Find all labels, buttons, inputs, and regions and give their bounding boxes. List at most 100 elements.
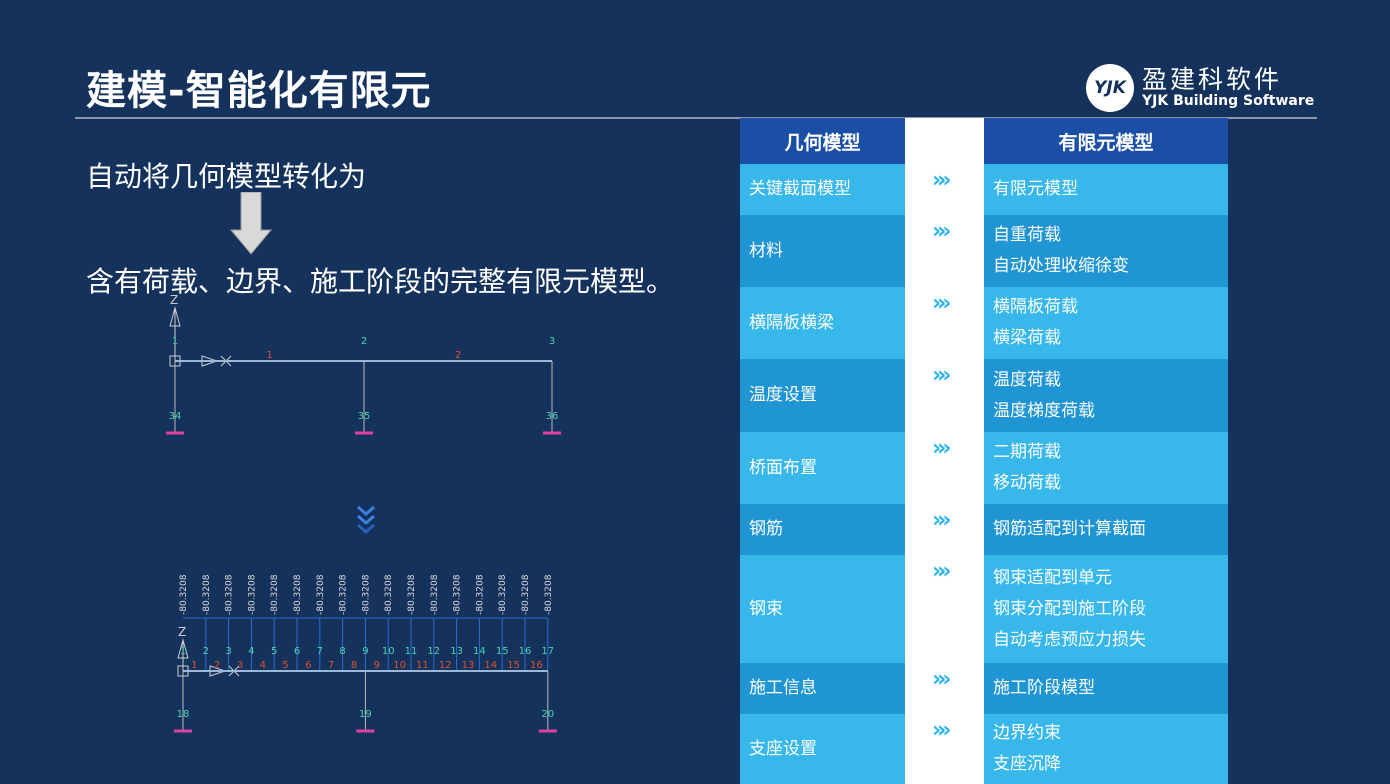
load-value-label: -80.3208 (202, 574, 212, 615)
down-arrow-icon (230, 192, 272, 255)
load-value-label: -80.3208 (316, 574, 326, 615)
fem-item: 钢筋适配到计算截面 (984, 504, 1228, 555)
fem-item-line: 二期荷载 (993, 442, 1061, 462)
load-value-label: -80.3208 (521, 574, 531, 615)
chevron-right-icon: »» (932, 508, 952, 533)
element-label: 11 (416, 660, 429, 671)
fem-item-line: 移动荷载 (993, 473, 1061, 493)
double-chevron-down-icon (357, 505, 375, 534)
node-label: 5 (271, 646, 277, 657)
intro-line2: 含有荷载、边界、施工阶段的完整有限元模型。 (86, 265, 675, 298)
fem-item: 钢束适配到单元钢束分配到施工阶段自动考虑预应力损失 (984, 555, 1228, 663)
element-label: 9 (374, 660, 380, 671)
node-label: 11 (405, 646, 418, 657)
geometry-item: 材料 (740, 215, 905, 287)
support-node-label: 34 (169, 411, 182, 422)
element-label: 3 (237, 660, 243, 671)
chevron-right-icon: »» (932, 436, 952, 461)
fem-item-line: 温度梯度荷载 (993, 400, 1095, 421)
node-label: 10 (382, 646, 395, 657)
load-value-label: -80.3208 (498, 574, 508, 615)
element-label: 7 (328, 660, 334, 671)
element-label: 5 (282, 660, 288, 671)
node-label: 16 (519, 646, 532, 657)
support-node-label: 35 (358, 411, 371, 422)
fem-item-line: 钢束适配到单元 (993, 567, 1112, 588)
element-label: 12 (439, 660, 452, 671)
node-label: 7 (317, 646, 323, 657)
element-label: 10 (393, 660, 406, 671)
z-arrow-icon (177, 638, 189, 659)
support-node-label: 19 (359, 709, 372, 720)
fem-item: 边界约束支座沉降 (984, 714, 1228, 784)
chevron-right-icon: »» (932, 291, 952, 316)
load-value-label: -80.3208 (453, 574, 463, 615)
load-value-label: -80.3208 (293, 574, 303, 615)
fem-item-line: 自动考虑预应力损失 (993, 629, 1146, 650)
load-value-label: -80.3208 (475, 574, 485, 615)
left-header: 几何模型 (740, 118, 905, 164)
node-label: 12 (427, 646, 440, 657)
node-label: 9 (362, 646, 368, 657)
element-label: 4 (260, 660, 266, 671)
node-label: 3 (225, 646, 231, 657)
geometry-item: 钢束 (740, 555, 905, 663)
node-label: 15 (496, 646, 509, 657)
node-label: 13 (450, 646, 463, 657)
axis-label: Z (170, 293, 178, 307)
fem-item: 二期荷载移动荷载 (984, 432, 1228, 504)
title-divider (75, 117, 1317, 119)
page-title: 建模-智能化有限元 (86, 68, 432, 114)
fem-item-line: 边界约束 (993, 723, 1061, 743)
node-label: 14 (473, 646, 486, 657)
load-value-label: -80.3208 (339, 574, 349, 615)
chevron-right-icon: »» (932, 667, 952, 692)
element-label: 2 (214, 660, 220, 671)
element-label: 1 (191, 660, 197, 671)
element-label: 6 (305, 660, 311, 671)
right-header: 有限元模型 (984, 118, 1228, 164)
chevron-right-icon: »» (932, 559, 952, 584)
geometry-item: 桥面布置 (740, 432, 905, 504)
element-label: 13 (462, 660, 475, 671)
load-value-label: -80.3208 (270, 574, 280, 615)
node-label: 17 (541, 646, 554, 657)
geometry-item: 关键截面模型 (740, 164, 905, 215)
fem-item-line: 施工阶段模型 (993, 678, 1095, 698)
fem-item-line: 自动处理收缩徐变 (993, 256, 1129, 276)
load-value-label: -80.3208 (407, 574, 417, 615)
logo-en: YJK Building Software (1142, 93, 1315, 109)
logo: YJK 盈建科软件 YJK Building Software (1086, 64, 1314, 112)
fem-item-line: 温度荷载 (993, 369, 1061, 390)
load-value-label: -80.3208 (225, 574, 235, 615)
load-value-label: -80.3208 (544, 574, 554, 615)
fem-item: 有限元模型 (984, 164, 1228, 215)
node-label: 3 (549, 336, 555, 347)
z-arrow-icon (169, 306, 181, 327)
fem-item-line: 横梁荷载 (993, 328, 1061, 348)
fem-item-line: 自重荷载 (993, 225, 1061, 245)
element-label: 1 (266, 350, 272, 361)
node-label: 1 (172, 336, 178, 347)
node-label: 8 (339, 646, 345, 657)
fem-item-line: 钢筋适配到计算截面 (993, 519, 1146, 539)
load-value-label: -80.3208 (430, 574, 440, 615)
support-node-label: 20 (541, 709, 554, 720)
intro-line1: 自动将几何模型转化为 (86, 160, 367, 193)
element-label: 16 (530, 660, 543, 671)
chevron-right-icon: »» (932, 219, 952, 244)
fem-item: 温度荷载温度梯度荷载 (984, 359, 1228, 432)
load-value-label: -80.3208 (361, 574, 371, 615)
element-label: 8 (351, 660, 357, 671)
fem-item-line: 支座沉降 (993, 754, 1061, 774)
node-label: 6 (294, 646, 300, 657)
element-label: 14 (484, 660, 497, 671)
logo-cn: 盈建科软件 (1142, 65, 1283, 94)
node-label: 1 (180, 646, 186, 657)
load-value-label: -80.3208 (384, 574, 394, 615)
fem-item: 横隔板荷载横梁荷载 (984, 287, 1228, 359)
geometry-item: 温度设置 (740, 359, 905, 432)
chevron-right-icon: »» (932, 363, 952, 388)
geometry-item: 施工信息 (740, 663, 905, 714)
